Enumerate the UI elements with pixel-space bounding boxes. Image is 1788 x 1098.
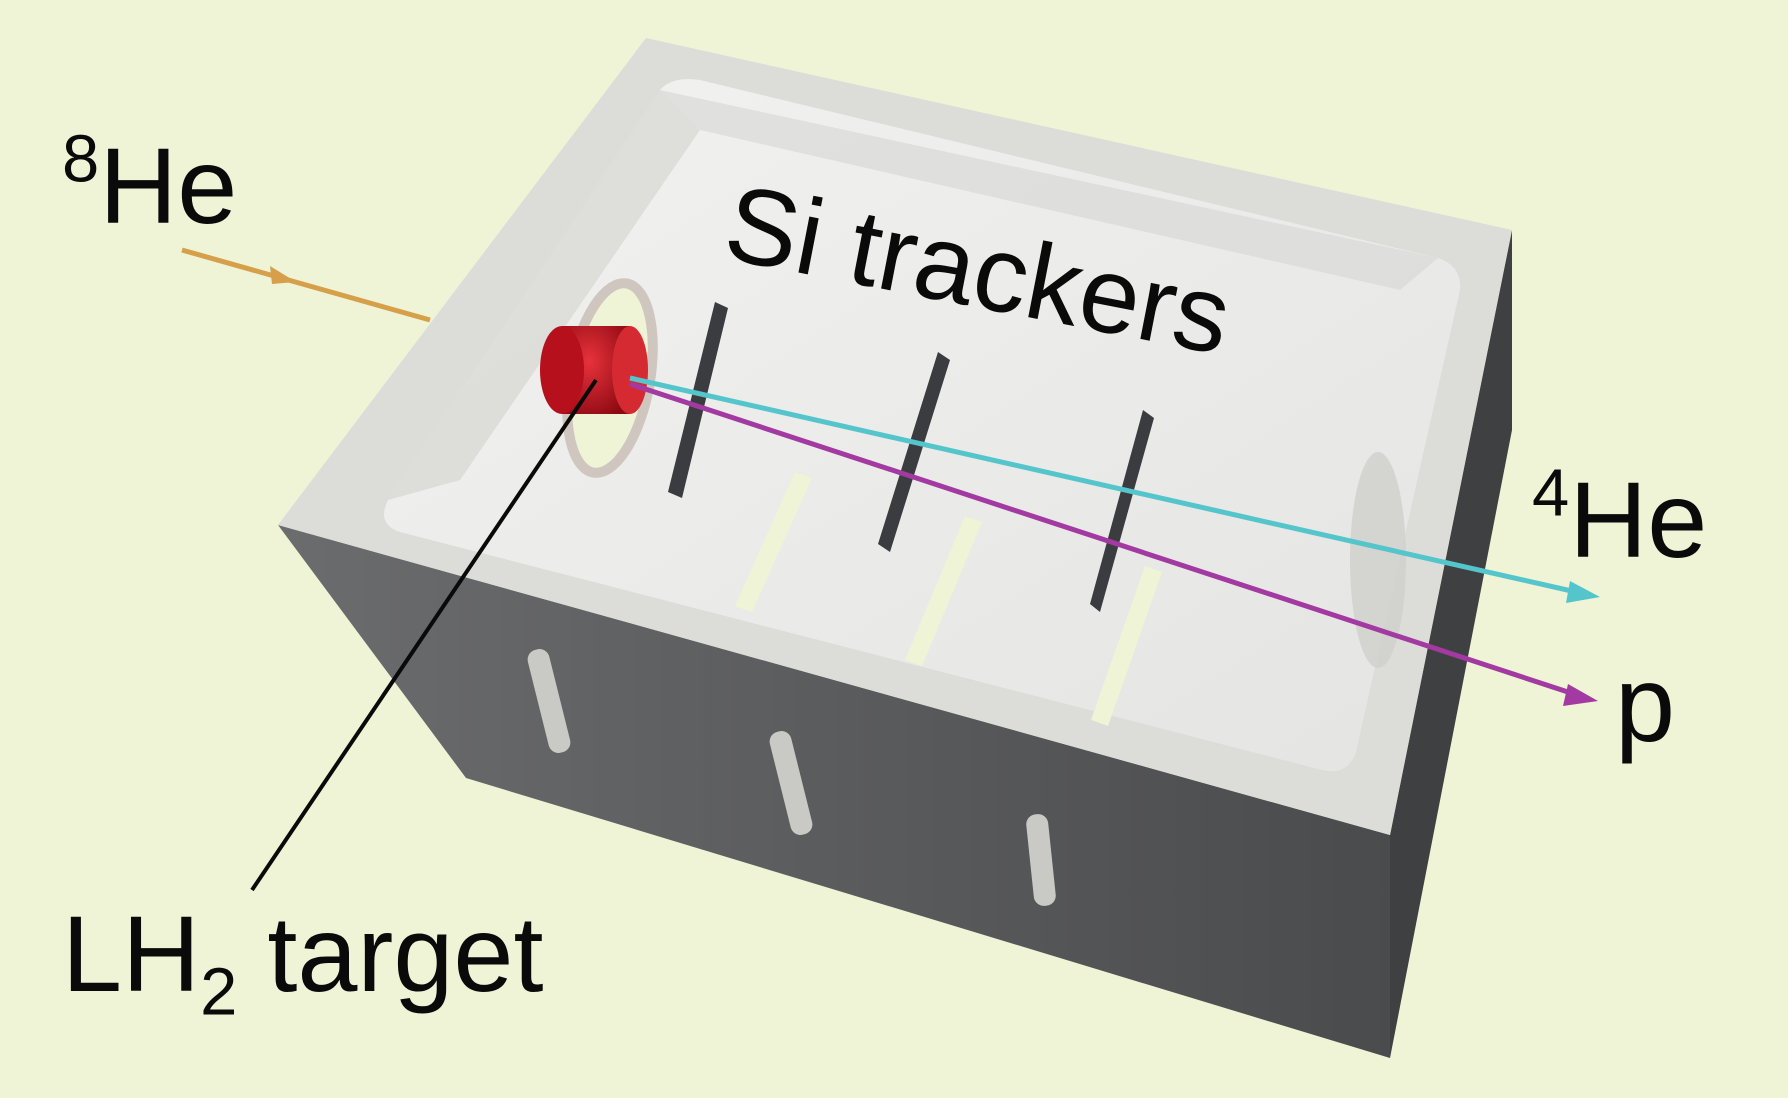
arrow-right-icon	[1566, 581, 1600, 603]
alpha-track	[629, 375, 1577, 595]
side-slots	[527, 649, 1056, 906]
beam-label: 8He	[62, 126, 237, 240]
beam-mass-number: 8	[62, 121, 100, 197]
floor-slots	[735, 472, 1162, 726]
arrow-right-icon	[270, 266, 296, 284]
beam-track	[181, 247, 431, 323]
chamber-left-wall	[388, 90, 700, 500]
si-tracker-3	[1090, 410, 1154, 612]
alpha-element: He	[1569, 459, 1708, 580]
target-prefix: LH	[62, 893, 201, 1014]
beam-element: He	[99, 125, 238, 246]
lh2-target	[540, 326, 648, 414]
arrow-right-icon	[1563, 684, 1598, 706]
si-tracker-1	[668, 302, 728, 498]
alpha-mass-number: 4	[1532, 455, 1570, 531]
target-subscript: 2	[200, 954, 238, 1030]
proton-label: p	[1615, 643, 1676, 764]
target-label: LH2 target	[62, 900, 544, 1026]
chamber-right-face	[1390, 230, 1512, 1058]
chamber-front-face	[278, 525, 1390, 1058]
alpha-label: 4He	[1532, 460, 1707, 574]
chamber-back-wall	[660, 90, 1438, 290]
si-tracker-2	[878, 352, 950, 552]
target-pointer	[250, 378, 598, 892]
exit-window	[1350, 452, 1406, 668]
proton-track	[629, 381, 1575, 697]
target-suffix: target	[237, 893, 544, 1014]
